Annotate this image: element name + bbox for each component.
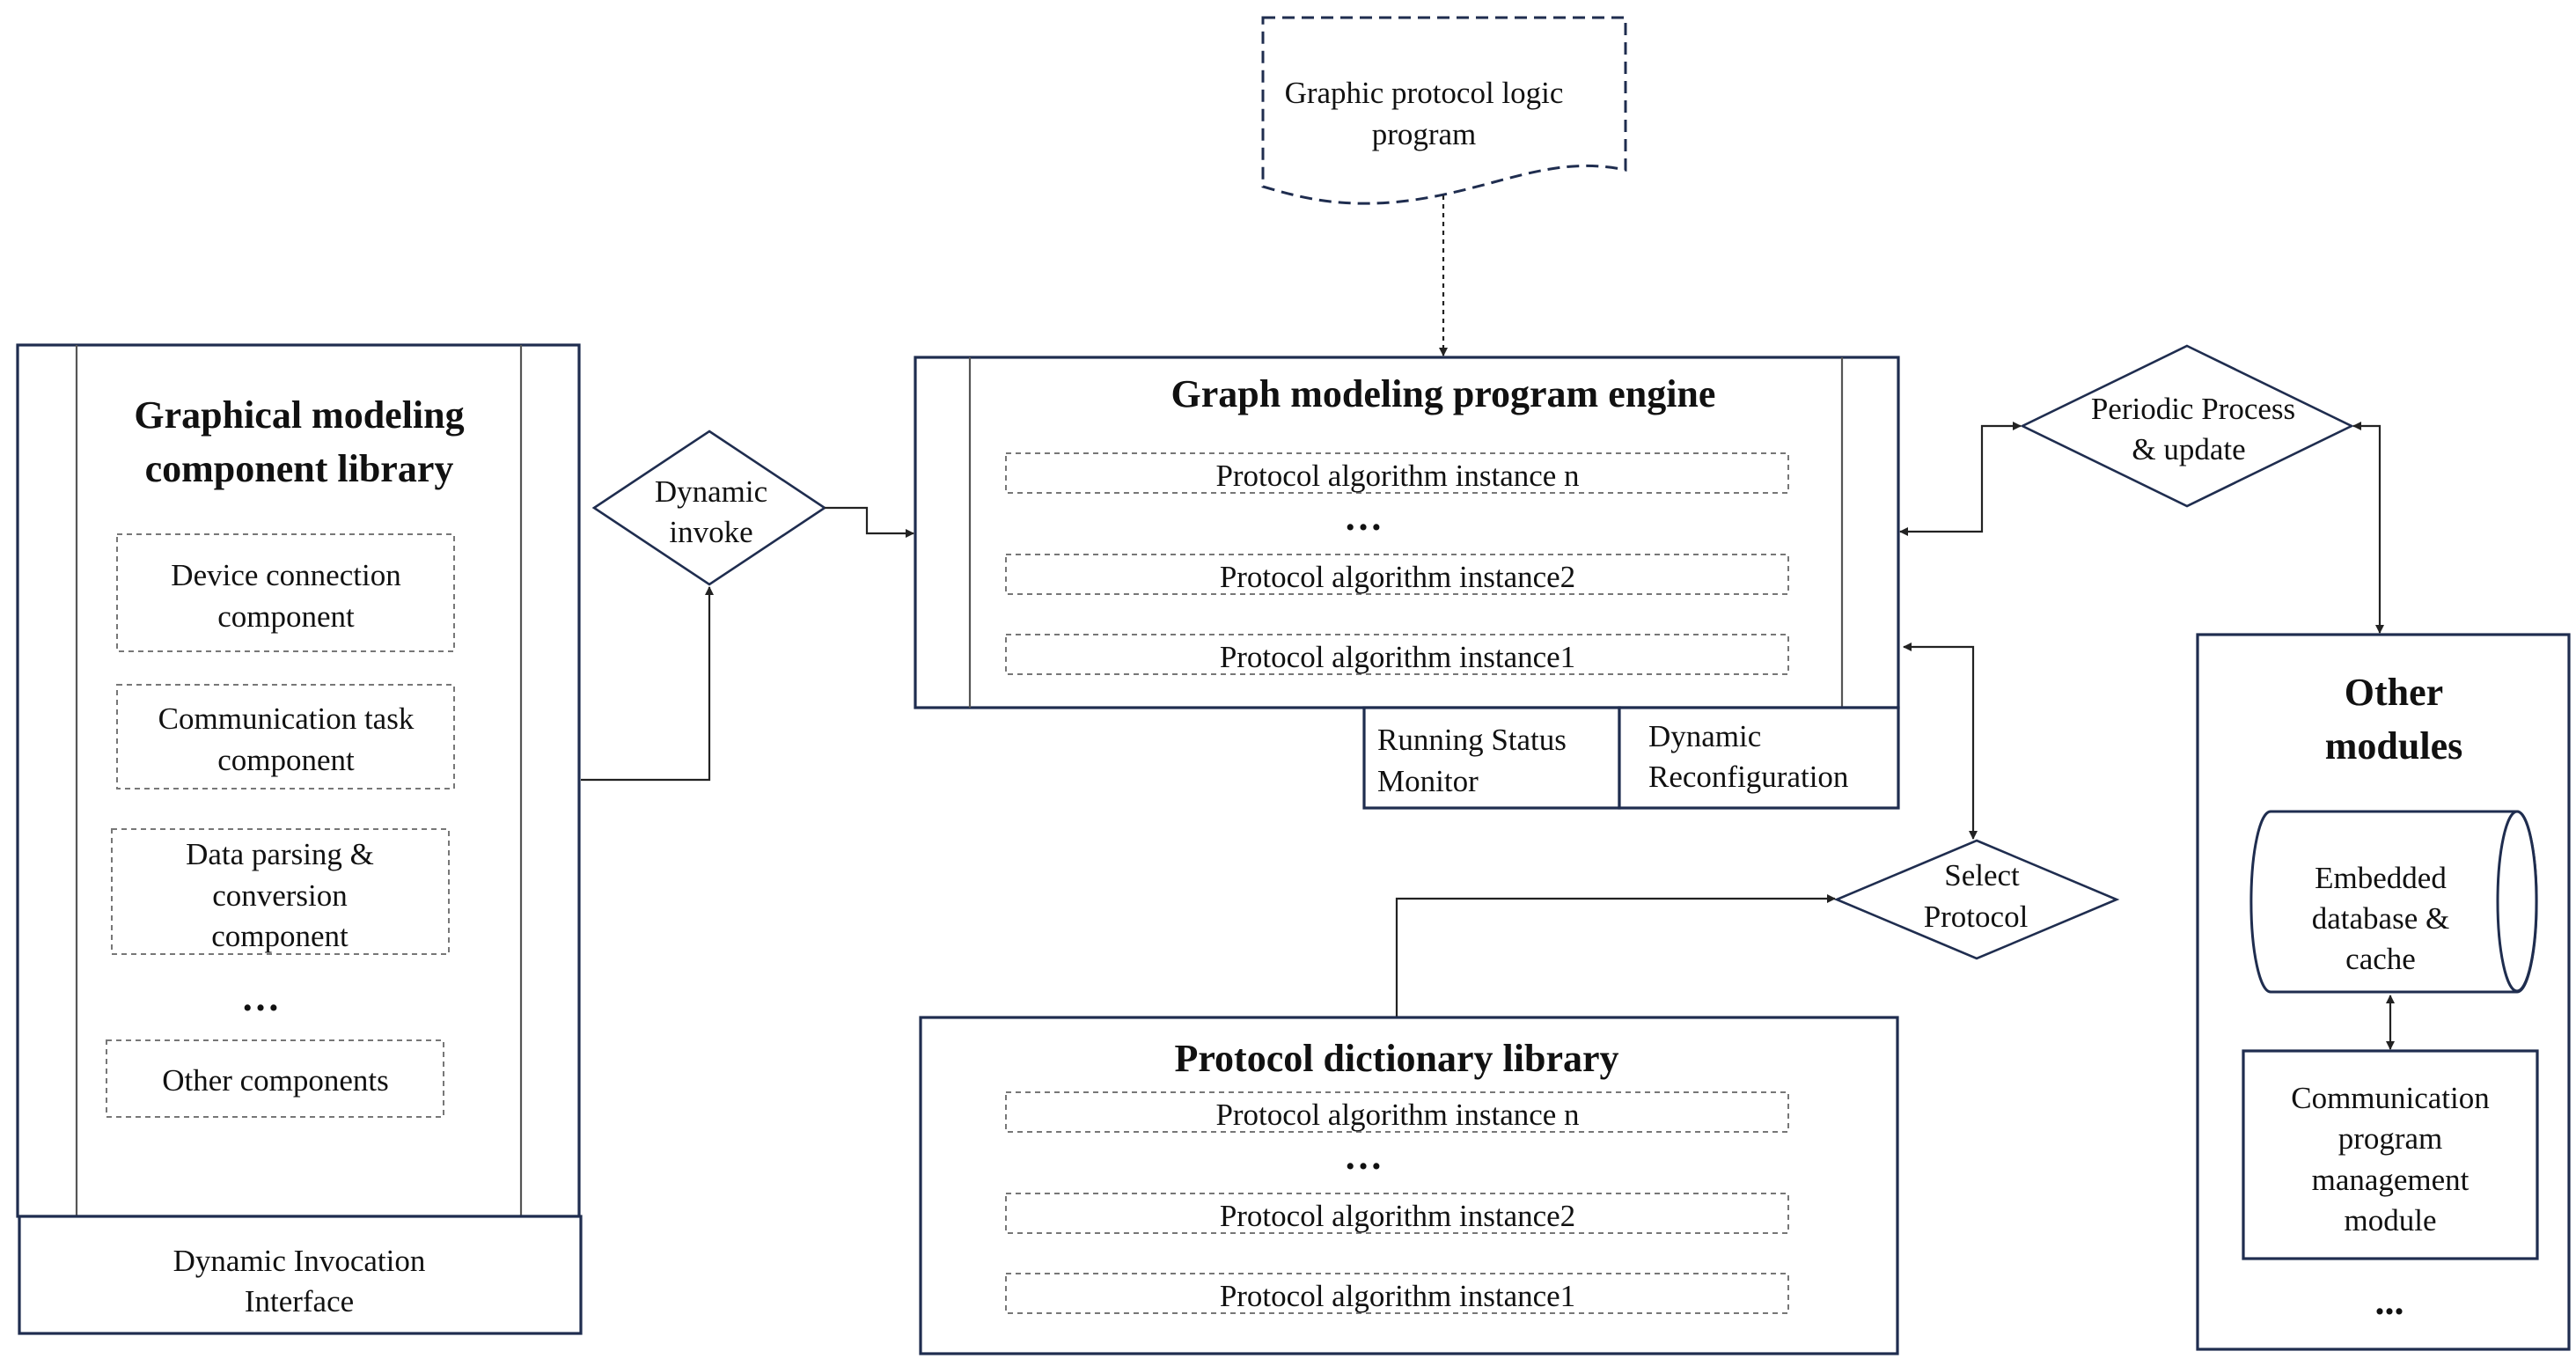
dictionary-instance-n: Protocol algorithm instance n [1005,1091,1789,1133]
protocol-dictionary-panel: Protocol dictionary library Protocol alg… [919,1016,1899,1355]
periodic-process-decision: Periodic Process & update [2020,344,2354,508]
document-title-line2: program [1372,117,1477,151]
engine-instance-n: Protocol algorithm instance n [1005,452,1789,494]
connector-library-to-invoke [581,586,714,782]
comm-module-line3: management [2312,1163,2470,1197]
dictionary-ellipsis: … [1344,1135,1383,1178]
other-components-label: Other components [162,1063,389,1098]
comm-module-line1: Communication [2291,1081,2490,1115]
program-engine-panel: Graph modeling program engine Protocol a… [914,356,1900,709]
graphic-protocol-logic-program-document: Graphic protocol logic program [1261,16,1627,205]
data-parsing-line3: component [211,919,349,953]
protocol-dictionary-title: Protocol dictionary library [1174,1037,1618,1080]
device-connection-line2: component [217,599,355,634]
dynamic-invoke-decision: Dynamic invoke [591,430,827,586]
select-protocol-line2: Protocol [1924,900,2029,934]
component-library-panel: Graphical modeling component library Dev… [16,343,581,1218]
dynamic-reconfiguration: Dynamic Reconfiguration [1618,706,1900,810]
dynamic-invocation-interface: Dynamic Invocation Interface [18,1215,583,1335]
other-modules-panel: Other modules Embedded database & cache … [2196,633,2571,1351]
communication-task-line2: component [217,743,355,777]
comm-module-line4: module [2345,1203,2437,1237]
dictionary-instance-n-label: Protocol algorithm instance n [1215,1098,1579,1132]
engine-instance-n-label: Protocol algorithm instance n [1215,459,1579,493]
running-status-monitor: Running Status Monitor [1362,706,1621,810]
other-components: Other components [106,1039,444,1118]
data-parsing-line2: conversion [212,878,348,913]
dynamic-invoke-line2: invoke [669,515,752,549]
dynamic-reconfiguration-line1: Dynamic [1648,719,1761,753]
periodic-process-line2: & update [2132,432,2245,466]
component-library-title-line2: component library [145,447,454,490]
database-line3: cache [2345,942,2416,976]
invocation-interface-line2: Interface [245,1284,354,1318]
dictionary-instance-1-label: Protocol algorithm instance1 [1220,1279,1575,1313]
select-protocol-line1: Select [1944,858,2020,892]
comm-module-line2: program [2338,1121,2443,1156]
device-connection-line1: Device connection [171,558,400,592]
engine-instance-2: Protocol algorithm instance2 [1005,554,1789,595]
data-parsing-line1: Data parsing & [186,837,374,871]
other-modules-ellipsis: ... [2375,1280,2404,1323]
connector-dictionary-to-select [1395,894,1836,1017]
dictionary-instance-2-label: Protocol algorithm instance2 [1220,1199,1575,1233]
database-line2: database & [2312,901,2449,936]
connector-invoke-to-engine [825,506,914,538]
dynamic-reconfiguration-line2: Reconfiguration [1648,760,1848,794]
data-parsing-component: Data parsing & conversion component [111,828,450,955]
engine-instance-2-label: Protocol algorithm instance2 [1220,560,1575,594]
component-library-ellipsis: … [241,976,280,1019]
embedded-database-cylinder: Embedded database & cache [2249,810,2538,994]
document-title-line1: Graphic protocol logic [1285,76,1564,110]
communication-task-line1: Communication task [158,701,415,736]
periodic-process-line1: Periodic Process [2091,392,2295,426]
database-line1: Embedded [2315,861,2447,895]
running-status-line1: Running Status [1377,723,1567,757]
communication-task-component: Communication task component [116,684,455,789]
program-engine-title: Graph modeling program engine [1171,372,1716,415]
invocation-interface-line1: Dynamic Invocation [173,1244,426,1278]
dictionary-instance-2: Protocol algorithm instance2 [1005,1193,1789,1234]
running-status-line2: Monitor [1377,764,1479,798]
engine-ellipsis: … [1344,496,1383,539]
component-library-title-line1: Graphical modeling [134,393,464,437]
connector-engine-select [1903,643,1978,840]
dictionary-instance-1: Protocol algorithm instance1 [1005,1273,1789,1314]
engine-instance-1-label: Protocol algorithm instance1 [1220,640,1575,674]
communication-program-module: Communication program management module [2242,1049,2539,1260]
other-modules-title-line1: Other [2345,671,2443,714]
connector-periodic-other-modules [2352,422,2384,634]
select-protocol-decision: Select Protocol [1833,839,2120,960]
other-modules-title-line2: modules [2325,724,2462,767]
connector-engine-periodic [1899,422,2022,536]
device-connection-component: Device connection component [116,533,455,652]
dynamic-invoke-line1: Dynamic [655,474,767,509]
engine-instance-1: Protocol algorithm instance1 [1005,634,1789,675]
